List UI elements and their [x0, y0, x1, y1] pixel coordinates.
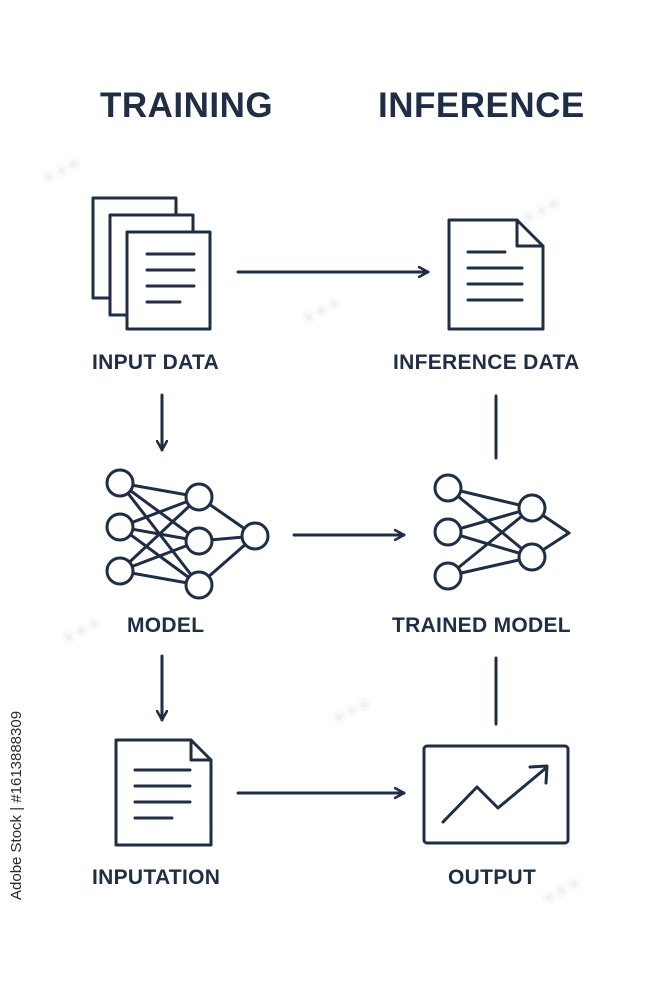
model-label: MODEL	[127, 614, 205, 637]
document-stack-icon	[91, 196, 212, 331]
inference-data-label: INFERENCE DATA	[393, 351, 580, 374]
neural-network-icon	[433, 473, 571, 591]
stock-watermark: Adobe Stock | #1613888309	[8, 710, 25, 900]
trained-model-label: TRAINED MODEL	[392, 614, 571, 637]
document-icon	[114, 738, 213, 847]
inference-heading: INFERENCE	[378, 86, 585, 125]
training-heading: TRAINING	[100, 86, 274, 125]
input-data-label: INPUT DATA	[92, 351, 220, 374]
inputation-label: INPUTATION	[92, 866, 221, 889]
neural-network-icon	[105, 468, 270, 600]
document-icon	[447, 218, 545, 331]
output-label: OUTPUT	[448, 866, 537, 889]
line-chart-icon	[422, 744, 570, 845]
